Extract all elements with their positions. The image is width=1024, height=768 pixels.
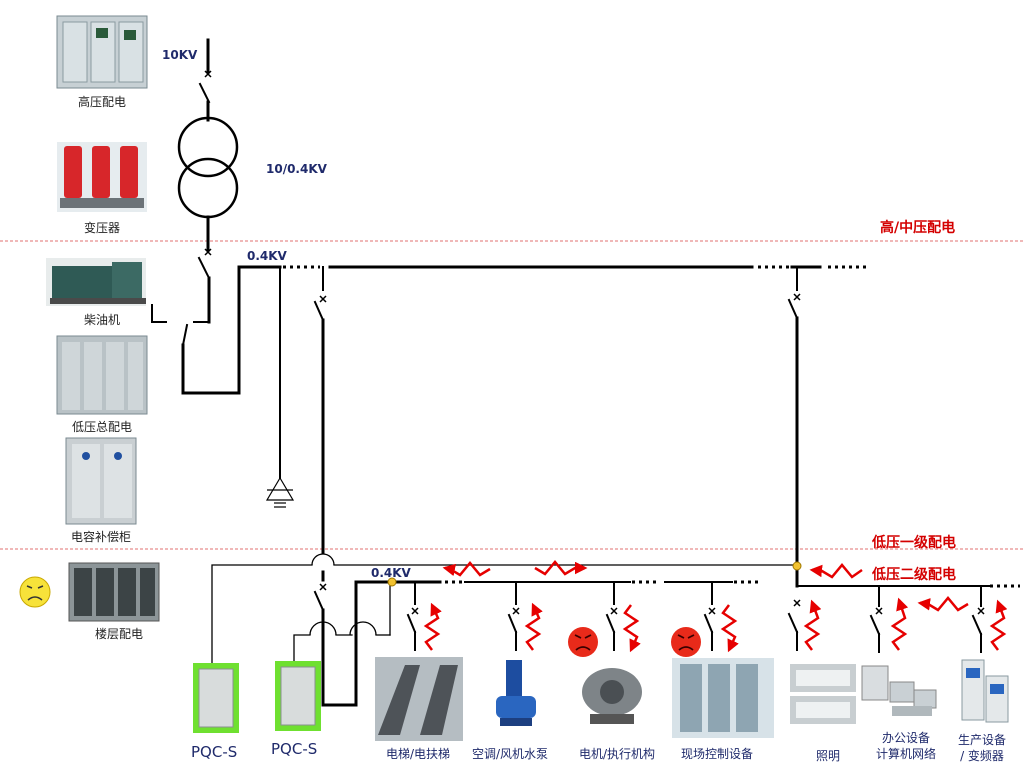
contact-mark-motor [610, 607, 618, 615]
diesel-generator-picture [46, 258, 146, 306]
load-label-hvac: 空调/风机水泵 [471, 747, 549, 761]
transformer-secondary-coil [177, 157, 239, 219]
motor-picture [577, 660, 649, 728]
contact-mark-feeder-b [319, 583, 327, 591]
junction-node-right [792, 561, 802, 571]
drop-production-blade [971, 614, 983, 636]
zone-label-hv: 高/中压配电 [880, 220, 956, 236]
angry-face-icon-motor [568, 627, 598, 657]
floor-cabinet-picture [68, 562, 160, 622]
lv-main-cabinet-caption: 低压总配电 [71, 420, 132, 434]
load-label-elevator: 电梯/电扶梯 [385, 747, 451, 761]
lighting-picture [790, 664, 856, 724]
lv-main-voltage-label: 0.4KV [247, 249, 287, 263]
diesel-feed-line [151, 304, 167, 323]
lv-main-cabinet-picture [56, 335, 148, 415]
harmonic-arrow-bus-left [442, 561, 491, 577]
pqc-cabinet-left-picture [193, 663, 239, 733]
contact-mark-elevator [411, 607, 419, 615]
transformer-caption: 变压器 [83, 221, 120, 235]
hv-voltage-label: 10KV [162, 48, 198, 62]
contact-mark-hvac [512, 607, 520, 615]
zone-label-lv2: 低压二级配电 [872, 567, 956, 583]
pqc-label-left: PQC-S [191, 743, 238, 761]
load-label-lighting: 照明 [815, 749, 840, 763]
harmonic-arrow-bus-mid [534, 560, 588, 576]
harmonic-arrow-node-right [809, 563, 863, 579]
transformer-picture [57, 142, 147, 212]
contact-mark-production [977, 607, 985, 615]
harmonic-arrow-production [989, 599, 1008, 651]
hop-floor-tie [311, 553, 335, 566]
feeder-b-to-branch [321, 580, 442, 707]
harmonic-arrow-lighting [803, 599, 822, 651]
angry-face-icon-control [671, 627, 701, 657]
drop-elevator-blade [406, 613, 417, 634]
main-breaker-blade [197, 256, 211, 280]
contact-mark-feeder-a [319, 295, 327, 303]
pqc-right-tie [293, 634, 311, 666]
diesel-caption: 柴油机 [83, 313, 120, 327]
office-equipment-picture [861, 665, 937, 716]
capacitor-symbol [265, 476, 295, 508]
floor-tie-line [211, 564, 313, 666]
drop-lighting-blade [787, 612, 799, 634]
floor-cabinet-caption: 楼层配电 [94, 627, 143, 641]
zone-label-lv1: 低压一级配电 [872, 535, 956, 551]
control-equipment-picture [672, 658, 774, 738]
feeder-right-blade [787, 298, 799, 320]
unhappy-face-icon [19, 576, 51, 608]
harmonic-arrow-control [720, 604, 739, 653]
contact-mark-office [875, 607, 883, 615]
lv-branch-voltage-label: 0.4KV [371, 566, 411, 580]
feeder-a-blade [313, 300, 325, 322]
drop-motor-blade [605, 613, 616, 634]
junction-node-left [387, 577, 397, 587]
hop-pqc-tie-1 [309, 621, 337, 636]
transformer-primary-coil [177, 116, 239, 178]
harmonic-arrow-office [890, 597, 909, 651]
load-label-office-1: 办公设备 [881, 731, 930, 745]
capacitor-cabinet-caption: 电容补偿柜 [70, 530, 131, 544]
harmonic-arrow-motor [622, 604, 641, 653]
harmonic-arrow-bus-right [917, 596, 969, 612]
load-label-production-2: / 变频器 [960, 749, 1004, 763]
contact-mark-main [204, 248, 212, 256]
pump-picture [496, 658, 536, 728]
hop-pqc-tie-2 [349, 621, 377, 636]
ats-switch-blade [181, 323, 189, 347]
load-label-production-1: 生产设备 [957, 733, 1006, 747]
transformer-ratio-label: 10/0.4KV [266, 162, 327, 176]
ats-loop-line [181, 265, 282, 395]
hv-cabinet-picture [56, 15, 148, 89]
drop-office-blade [869, 614, 881, 636]
feeder-b-blade [313, 590, 325, 612]
hv-switch-blade [198, 82, 211, 104]
drop-control-blade [703, 613, 714, 634]
harmonic-arrow-elevator [423, 602, 442, 651]
capacitor-cabinet-picture [65, 437, 137, 525]
contact-mark-control [708, 607, 716, 615]
contact-mark-lighting [793, 599, 801, 607]
pqc-label-right: PQC-S [271, 740, 318, 758]
contact-mark-hv [204, 70, 212, 78]
hv-cabinet-caption: 高压配电 [77, 95, 126, 109]
elevator-picture [375, 657, 463, 741]
load-label-office-2: 计算机网络 [875, 747, 936, 761]
harmonic-arrow-hvac [524, 602, 543, 651]
pqc-cabinet-right-picture [275, 661, 321, 731]
drop-hvac-blade [507, 613, 518, 634]
vfd-picture [961, 659, 1009, 723]
load-label-motor: 电机/执行机构 [578, 747, 656, 761]
contact-mark-feeder-right [793, 293, 801, 301]
load-label-control: 现场控制设备 [680, 747, 753, 761]
